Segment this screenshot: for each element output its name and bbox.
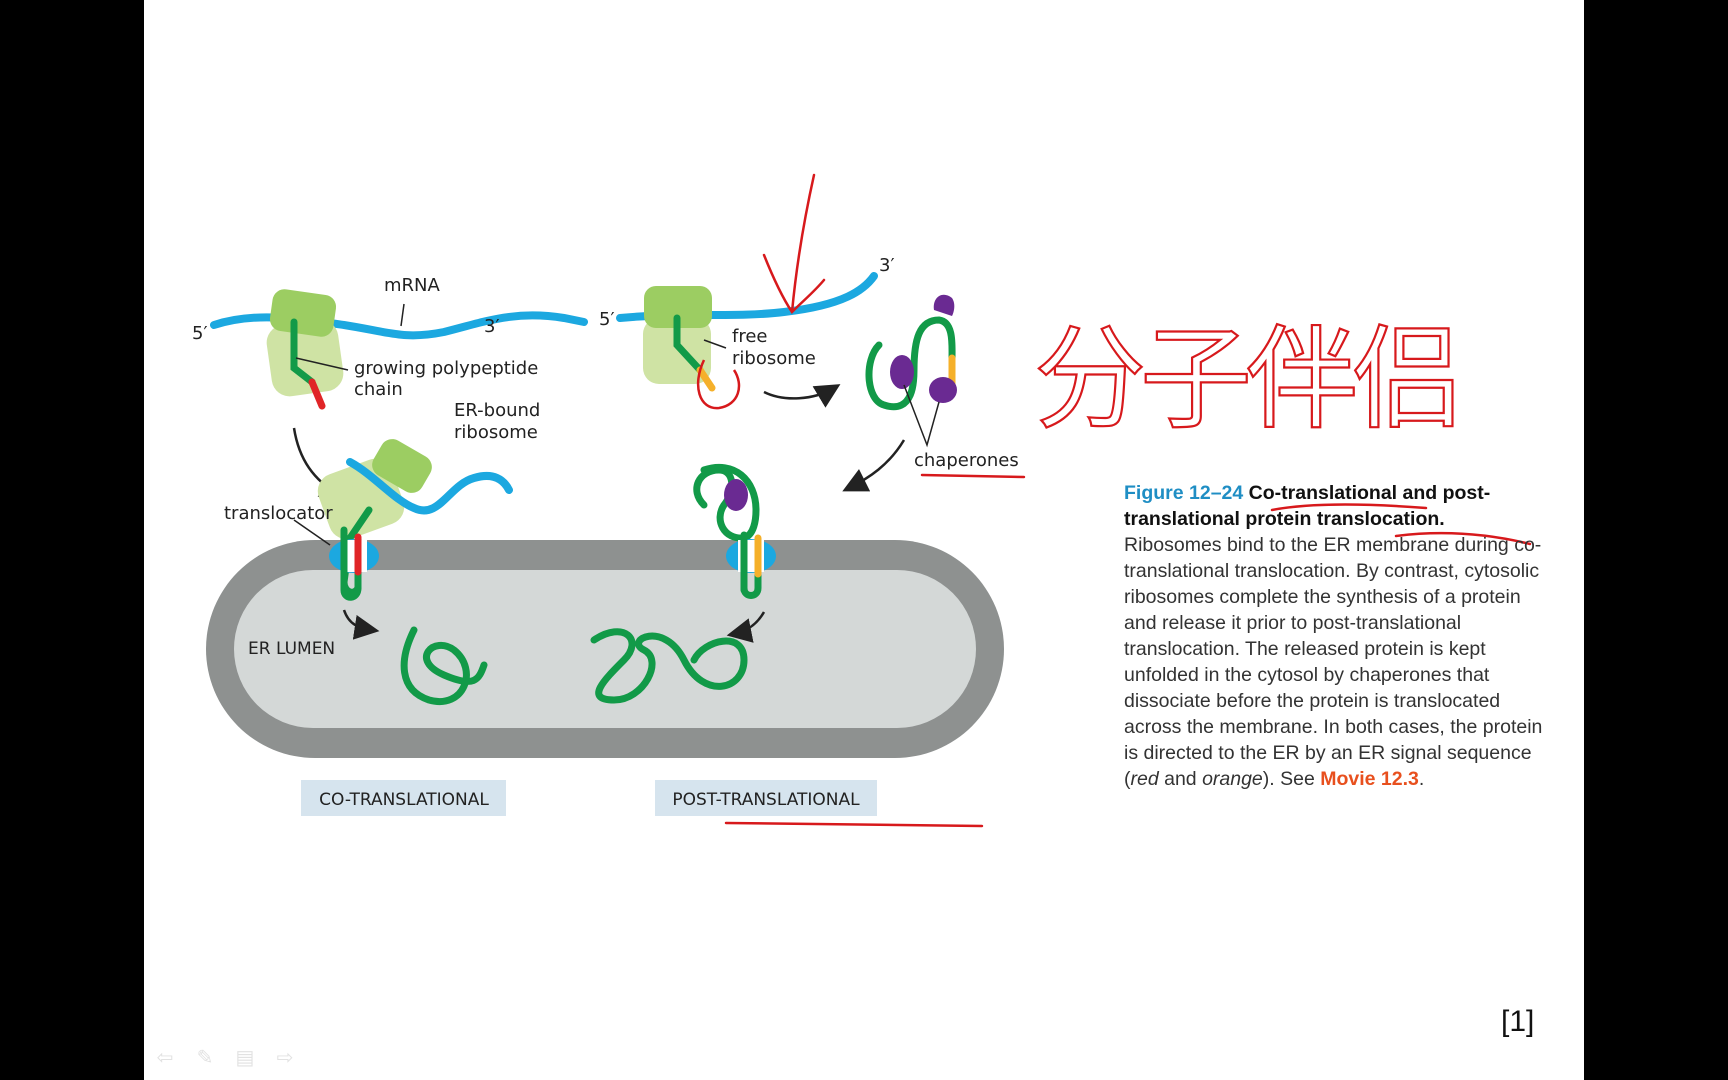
reference-number: [1]	[1501, 1005, 1535, 1038]
underline-co-translational	[1270, 503, 1428, 512]
mrna-pointer	[400, 303, 405, 327]
mrna-label: mRNA	[384, 275, 441, 296]
caption-orange: orange	[1202, 768, 1263, 790]
three-prime-label-2: 3′	[879, 255, 895, 276]
post-translational-box	[655, 780, 877, 816]
annotation-arrow	[762, 173, 826, 314]
er-bound-label-1: ER-bound	[454, 400, 540, 421]
chaperone-4	[724, 479, 748, 511]
arrow-to-translocator-post	[842, 439, 906, 492]
ribosome-large-1	[269, 289, 337, 337]
growing-chain-label-1: growing polypeptide	[354, 358, 538, 379]
free-ribosome-pointer	[703, 339, 727, 349]
folded-protein-post	[590, 628, 748, 704]
ribosome-large-3	[644, 286, 712, 328]
five-prime-label-1: 5′	[192, 323, 208, 344]
post-translational-label: POST-TRANSLATIONAL	[672, 790, 860, 810]
menu-icon[interactable]: ▤	[235, 1047, 255, 1069]
arrow-release	[763, 384, 841, 408]
chain-pointer	[295, 357, 349, 371]
ribosome-small-2	[317, 458, 405, 540]
forward-arrow-icon[interactable]: ⇨	[276, 1047, 294, 1069]
underline-translocation	[1394, 531, 1532, 546]
chaperones-label: chaperones	[914, 450, 1019, 471]
caption-body: Ribosomes bind to the ER membrane during…	[1124, 534, 1543, 790]
five-prime-label-2: 5′	[599, 309, 615, 330]
free-ribosome-label-1: free	[732, 326, 768, 347]
ribosome-large-2	[372, 439, 432, 493]
co-translational-box	[301, 780, 506, 816]
free-ribosome-label-2: ribosome	[732, 348, 816, 369]
mrna-strand-1	[210, 311, 588, 340]
ribosome-small-1	[266, 319, 344, 397]
figure-title-1: Co-translational and	[1248, 482, 1438, 504]
post-protein-entering	[693, 463, 760, 542]
slide: mRNA 5′ 3′ growing polypeptide chain ER-…	[144, 0, 1584, 1080]
folded-protein-co	[400, 626, 488, 706]
slide-nav-toolbar: ⇦ ✎ ▤ ⇨	[152, 1045, 298, 1070]
caption-see: ). See	[1262, 768, 1321, 790]
arrow-into-lumen-co	[342, 609, 380, 640]
translocator-label: translocator	[224, 503, 333, 524]
caption-end: .	[1418, 768, 1425, 790]
mrna-strand-2	[346, 458, 513, 515]
translocator-pointer	[293, 519, 331, 546]
underline-chaperones	[920, 473, 1026, 479]
translocation-diagram: mRNA 5′ 3′ growing polypeptide chain ER-…	[192, 173, 1532, 828]
back-arrow-icon[interactable]: ⇦	[156, 1047, 174, 1069]
released-protein	[865, 316, 956, 411]
chaperone-3	[933, 294, 955, 316]
arrow-into-lumen-post	[726, 611, 766, 643]
signal-sequence-red-1	[308, 378, 326, 410]
figure-title-2: post-translational protein translocation…	[1124, 482, 1491, 530]
caption-red: red	[1130, 768, 1159, 790]
figure-caption: Figure 12–24 Co-translational and post-t…	[1124, 480, 1544, 792]
annotation-circle-signal	[696, 359, 741, 410]
free-chain	[673, 314, 704, 374]
chaperones-pointer	[903, 384, 940, 448]
chaperone-1	[890, 355, 914, 389]
er-lumen	[234, 570, 976, 728]
pen-icon[interactable]: ✎	[196, 1047, 214, 1069]
chaperone-2	[929, 377, 957, 403]
signal-sequence-orange-1	[696, 366, 716, 392]
underline-post-translational	[724, 821, 984, 828]
growing-chain-1	[290, 318, 316, 386]
growing-chain-label-2: chain	[354, 379, 403, 400]
er-bound-label-2: ribosome	[454, 422, 538, 443]
handwriting-note: 分子伴侣	[1034, 315, 1458, 445]
figure-number: Figure 12–24	[1124, 482, 1244, 504]
caption-and: and	[1158, 768, 1203, 790]
co-translational-label: CO-TRANSLATIONAL	[319, 790, 489, 810]
er-bound-chain-through	[340, 526, 362, 601]
er-lumen-label: ER LUMEN	[248, 639, 335, 659]
three-prime-label-1: 3′	[484, 316, 500, 337]
movie-link[interactable]: Movie 12.3	[1320, 768, 1419, 790]
